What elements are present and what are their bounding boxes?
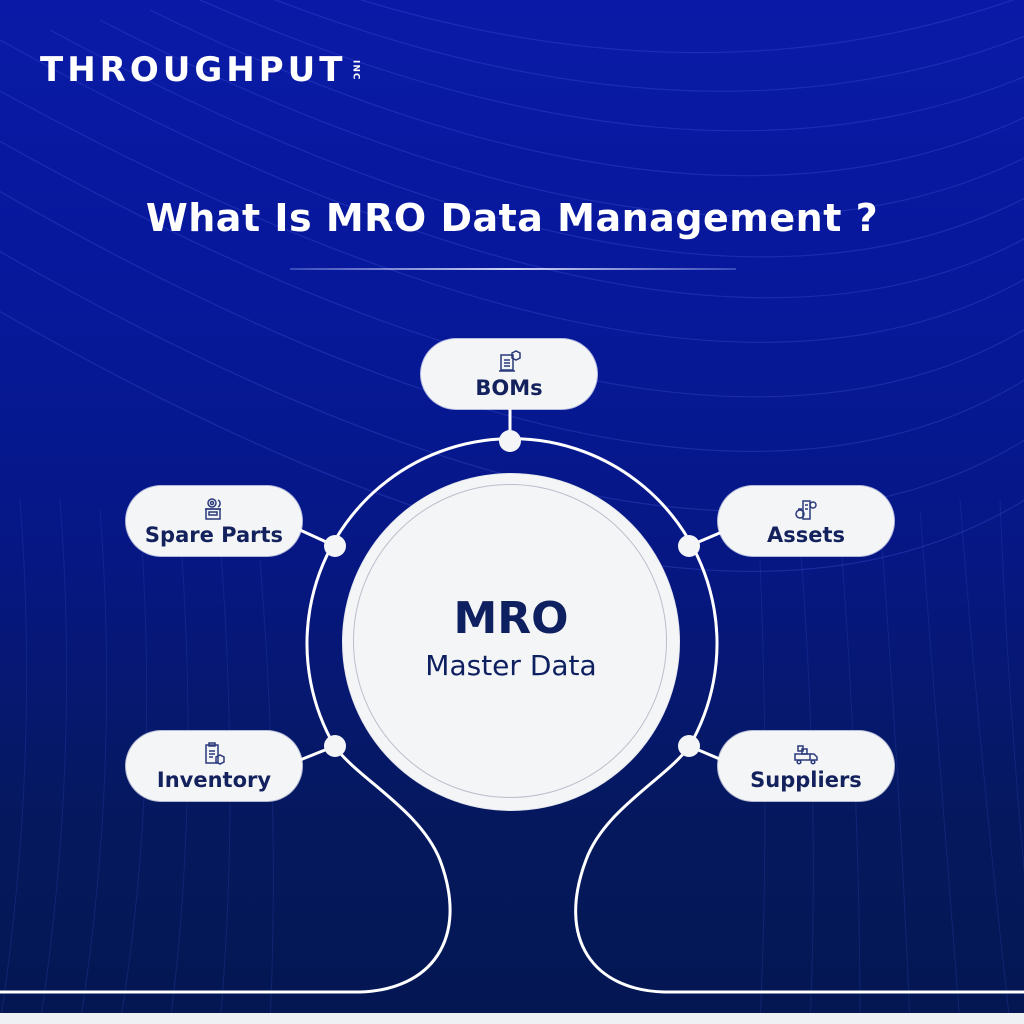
hub-title: MRO: [453, 593, 569, 645]
node-dot-boms: [499, 430, 521, 452]
throughput-logo[interactable]: THROUGHPUT INC: [40, 50, 360, 90]
hub-inner-ring: [353, 484, 667, 798]
logo-text: THROUGHPUT: [40, 50, 347, 90]
node-dot-spare-parts: [324, 535, 346, 557]
node-dot-inventory: [324, 735, 346, 757]
hub-label: MRO Master Data: [343, 474, 679, 810]
node-assets[interactable]: Assets: [718, 486, 894, 556]
title-divider: [290, 268, 736, 270]
footer-band: [0, 1013, 1024, 1024]
hub-subtitle: Master Data: [425, 649, 597, 683]
document-box-icon: [499, 349, 521, 372]
gear-parts-icon: [205, 497, 221, 520]
delivery-truck-icon: [794, 744, 818, 765]
node-spare-parts-label: Spare Parts: [144, 522, 284, 547]
node-inventory-label: Inventory: [156, 767, 272, 792]
node-suppliers-label: Suppliers: [750, 767, 862, 792]
node-suppliers[interactable]: Suppliers: [718, 731, 894, 801]
node-assets-label: Assets: [766, 522, 846, 547]
clipboard-box-icon: [205, 741, 225, 765]
buildings-money-icon: [795, 499, 817, 520]
node-dot-suppliers: [678, 735, 700, 757]
node-inventory[interactable]: Inventory: [126, 731, 302, 801]
node-spare-parts[interactable]: Spare Parts: [126, 486, 302, 556]
node-boms-label: BOMs: [475, 375, 543, 400]
page-title: What Is MRO Data Management ?: [145, 196, 879, 240]
logo-suffix: INC: [350, 59, 361, 81]
node-dot-assets: [678, 535, 700, 557]
node-boms[interactable]: BOMs: [421, 339, 597, 409]
